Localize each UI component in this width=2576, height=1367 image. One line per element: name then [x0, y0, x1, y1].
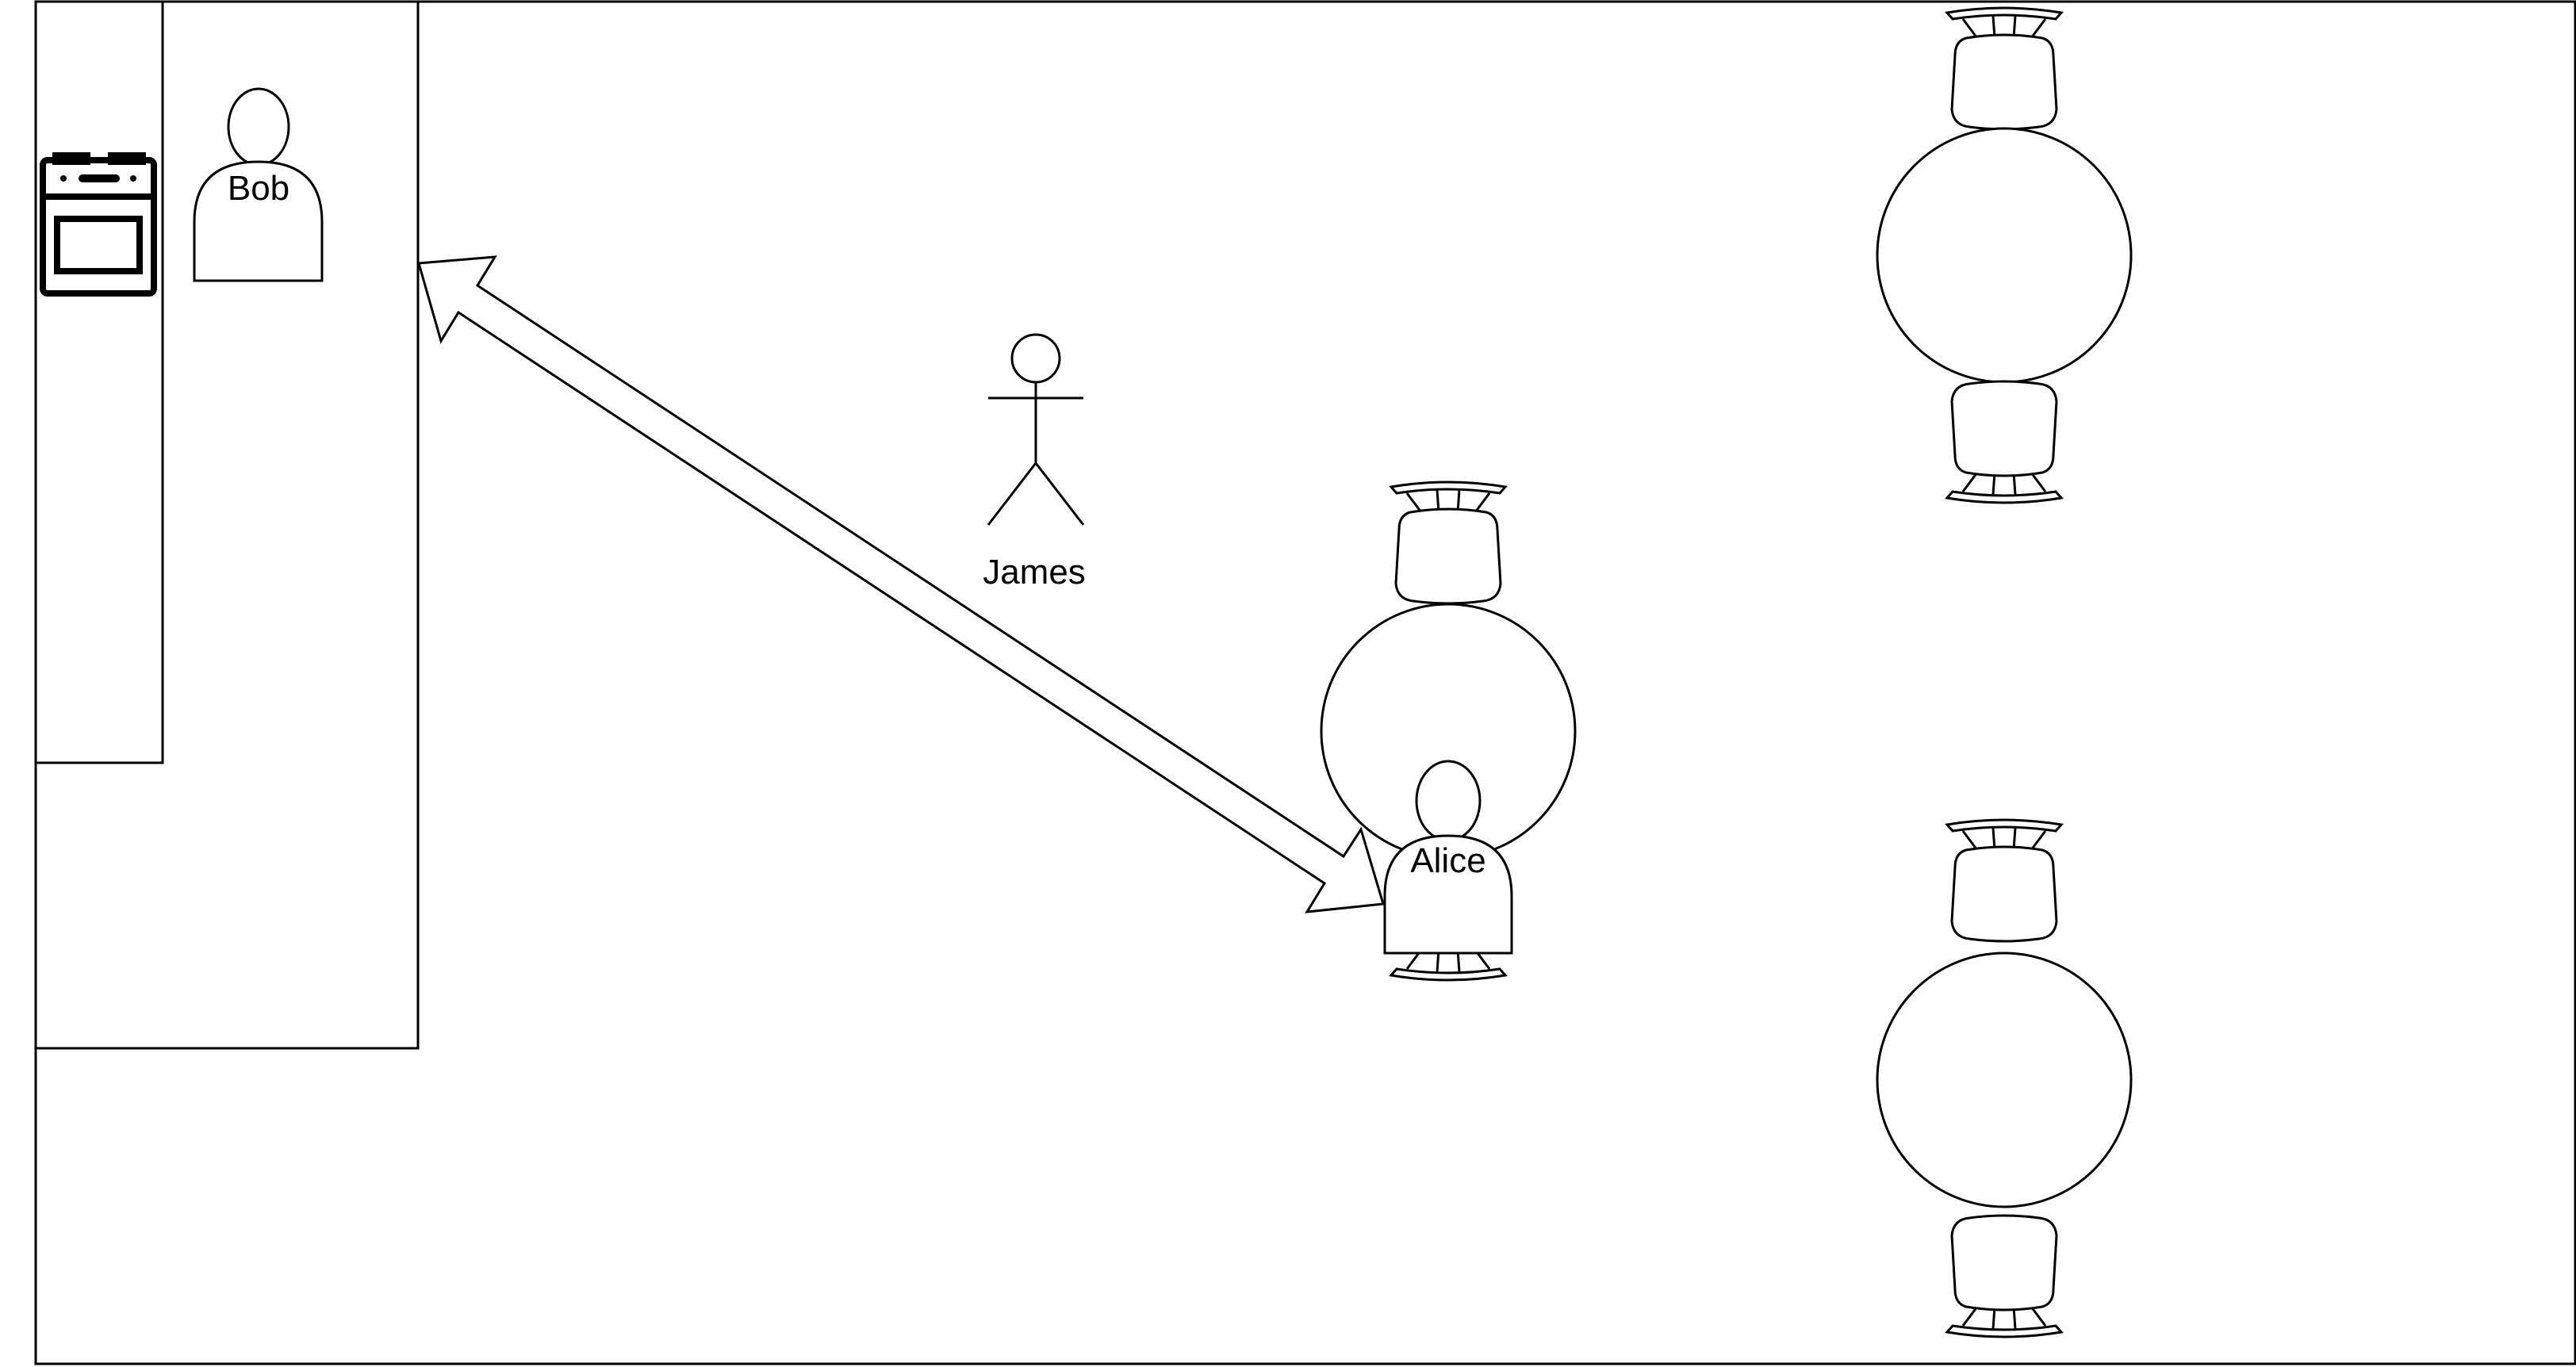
- chair-icon: [1945, 1214, 2063, 1338]
- kitchen-area: [34, 0, 420, 1050]
- round-table-icon: [1876, 127, 2133, 384]
- alice-label: Alice: [1410, 841, 1485, 880]
- chair-icon: [1945, 818, 2063, 943]
- chair-icon: [1945, 6, 2063, 131]
- round-table-icon: [1876, 952, 2133, 1208]
- double-arrow-connector: [417, 255, 1385, 913]
- chair-icon: [1945, 380, 2063, 504]
- bob-person-icon: [193, 87, 324, 282]
- alice-person-icon: [1383, 760, 1513, 955]
- stove-icon: [40, 152, 157, 297]
- chair-icon: [1390, 481, 1507, 605]
- room-outline: [34, 0, 2576, 1365]
- bob-label: Bob: [228, 169, 289, 208]
- table-group-1: [1876, 6, 2133, 504]
- table-group-3: [1876, 818, 2133, 1338]
- james-label: James: [983, 553, 1086, 592]
- kitchen-counter: [34, 0, 164, 764]
- james-stick-figure-icon: [987, 333, 1085, 526]
